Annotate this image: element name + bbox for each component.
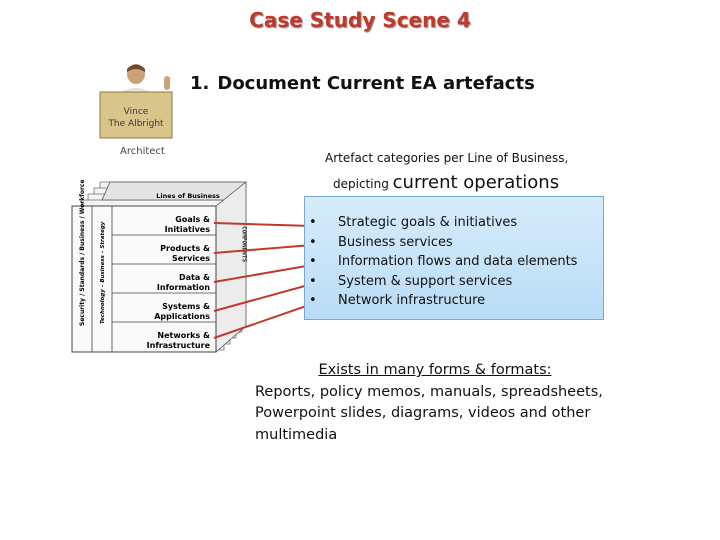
heading-text: Document Current EA artefacts: [217, 73, 535, 94]
heading-number: 1.: [190, 73, 210, 94]
row-products-line1: Products &: [160, 244, 210, 253]
formats-line3: multimedia: [255, 426, 338, 443]
row-goals-line2: Initiatives: [165, 225, 211, 234]
bullet-item: System & support services: [305, 272, 603, 292]
lines-of-business-label: Lines of Business: [156, 192, 220, 200]
bullet-item: Network infrastructure: [305, 291, 603, 311]
avatar-caption: Architect: [120, 146, 165, 157]
connector-data: [213, 264, 313, 283]
artefact-caption-line1: Artefact categories per Line of Business…: [325, 151, 569, 165]
connector-networks: [213, 303, 313, 339]
laptop-screen: [99, 91, 173, 139]
cube-front-face: [71, 205, 217, 353]
ea-cube-diagram: Lines of Business COMPONENTS Security / …: [71, 179, 248, 353]
avatar-name-line2: The Albright: [107, 119, 164, 129]
components-label: COMPONENTS: [241, 226, 248, 263]
avatar-name-line1: Vince: [124, 107, 149, 117]
formats-text: Exists in many forms & formats: Reports,…: [255, 360, 615, 446]
bullet-item: Strategic goals & initiatives: [305, 213, 603, 233]
caption-small: depicting: [333, 177, 389, 191]
bullet-item: Business services: [305, 233, 603, 253]
row-systems-line1: Systems &: [162, 302, 210, 311]
row-systems-line2: Applications: [154, 312, 210, 321]
row-networks-line1: Networks &: [157, 331, 210, 340]
artefact-categories-box: Strategic goals & initiatives Business s…: [304, 196, 604, 320]
bullet-item: Information flows and data elements: [305, 252, 603, 272]
formats-line2: Powerpoint slides, diagrams, videos and …: [255, 405, 591, 421]
row-networks-line2: Infrastructure: [147, 341, 211, 350]
technology-business-strategy-label: Technology – Business – Strategy: [100, 221, 106, 324]
formats-heading: Exists in many forms & formats:: [318, 362, 552, 378]
row-products-line2: Services: [172, 254, 210, 263]
section-heading: 1. Document Current EA artefacts: [190, 73, 535, 94]
thumbs-up-icon: [164, 76, 170, 90]
avatar-hair: [127, 64, 145, 72]
artefact-bullet-list: Strategic goals & initiatives Business s…: [305, 213, 603, 311]
connector-systems: [213, 283, 313, 312]
caption-big: current operations: [392, 172, 560, 193]
row-data-line2: Information: [157, 283, 210, 292]
formats-line1: Reports, policy memos, manuals, spreadsh…: [255, 383, 603, 400]
artefact-caption-line2: depicting current operations: [333, 172, 559, 193]
row-goals-line1: Goals &: [175, 215, 210, 224]
slide-title: Case Study Scene 4: [249, 8, 471, 32]
row-data-line1: Data &: [179, 273, 210, 282]
security-standards-label: Security / Standards / Business / Workfo…: [79, 179, 86, 326]
connector-products: [213, 244, 313, 254]
architect-avatar: Vince The Albright: [99, 64, 173, 139]
connector-goals: [213, 222, 313, 227]
